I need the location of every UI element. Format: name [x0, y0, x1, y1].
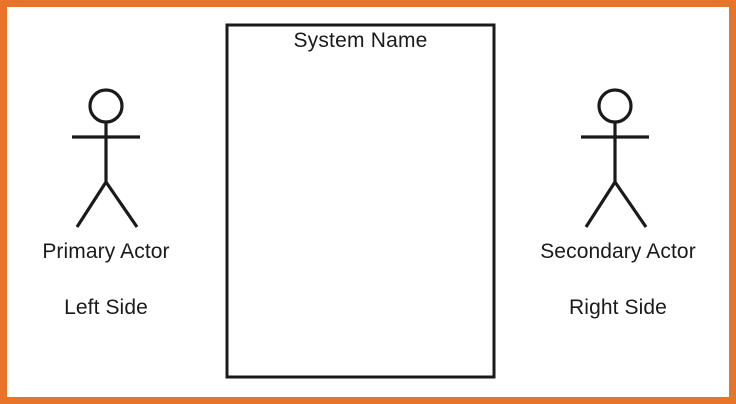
actor-left-leg-line: [75, 181, 108, 228]
actor-label-secondary: Secondary Actor: [540, 240, 696, 263]
system-boundary-title: System Name: [293, 29, 428, 52]
actor-left-leg-line: [584, 181, 617, 228]
actor-stick-figure-secondary[interactable]: [581, 88, 649, 228]
actor-head-icon: [597, 88, 633, 124]
actor-right-leg-line: [104, 181, 139, 228]
actor-right-leg-line: [613, 181, 648, 228]
actor-head-icon: [88, 88, 124, 124]
actor-side-label-secondary: Right Side: [569, 296, 667, 319]
actor-label-primary: Primary Actor: [42, 240, 170, 263]
actor-side-label-primary: Left Side: [64, 296, 148, 319]
system-boundary-box[interactable]: [225, 23, 496, 379]
actor-stick-figure-primary[interactable]: [72, 88, 140, 228]
